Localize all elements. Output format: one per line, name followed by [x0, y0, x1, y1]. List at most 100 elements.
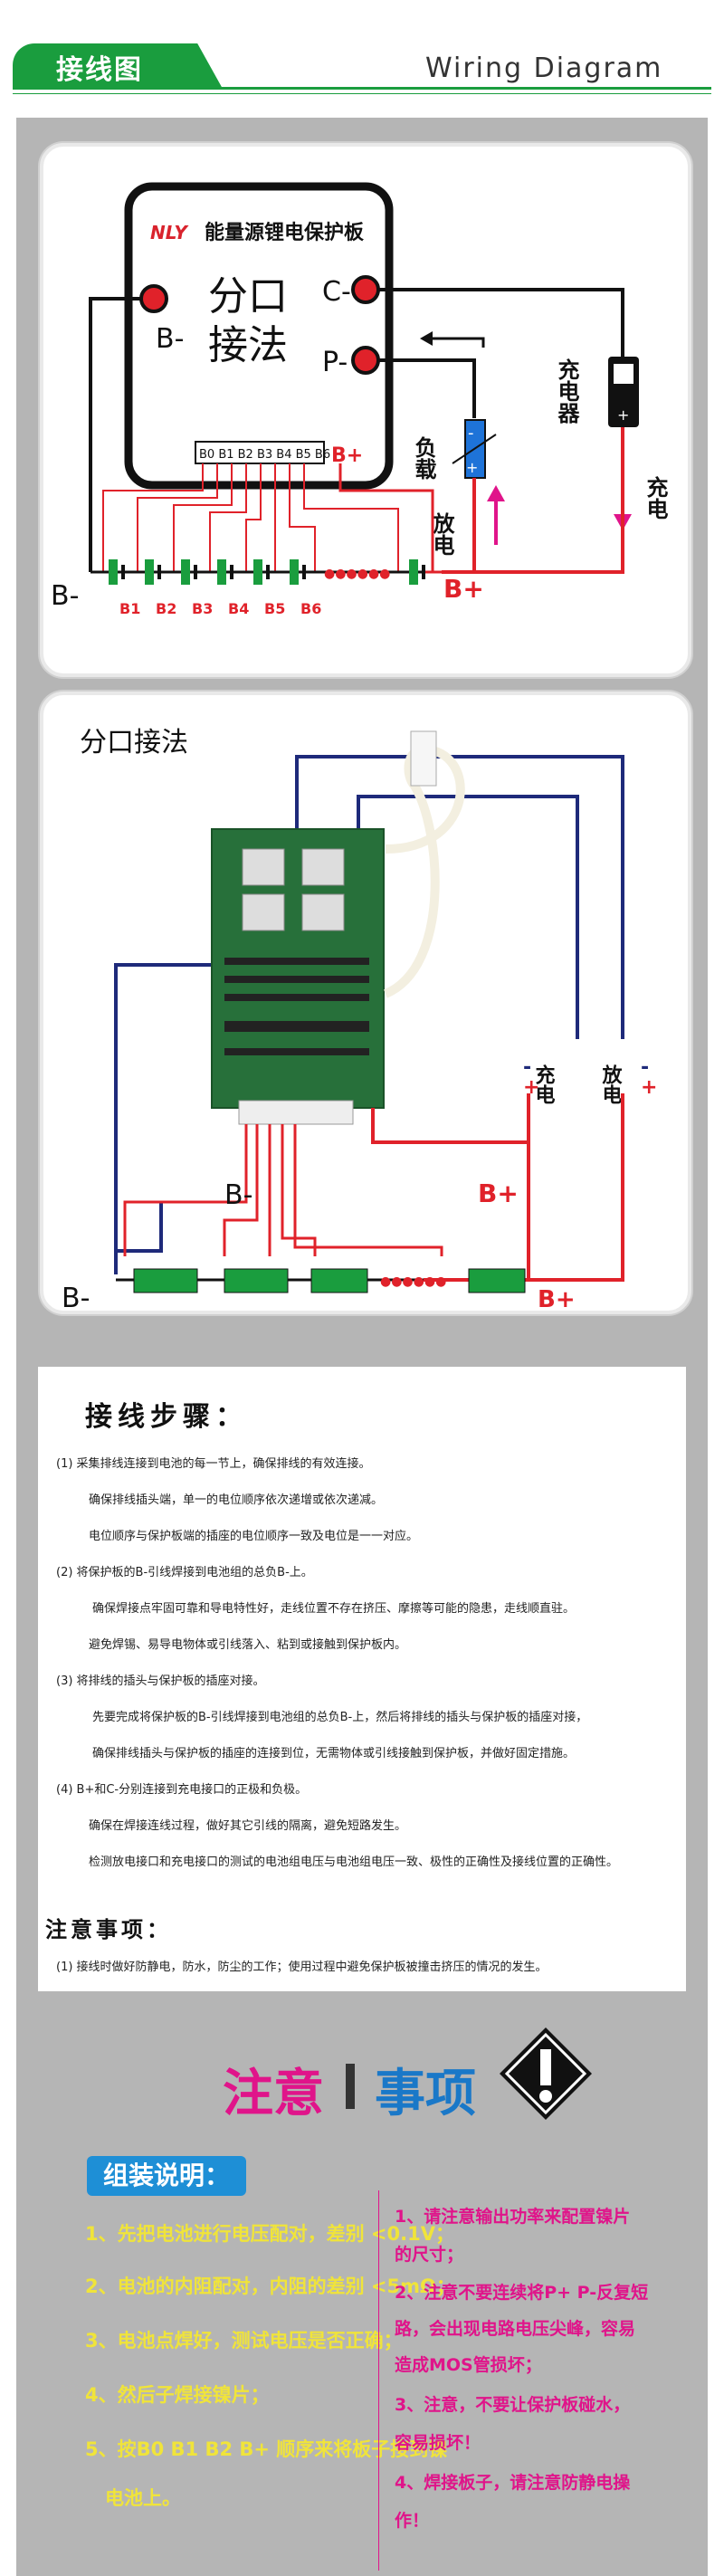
assembly-item: 5、按B0 B1 B2 B+ 顺序来将板子接到镍: [85, 2438, 448, 2460]
notice-divider-bar: [346, 2064, 355, 2109]
notes-title: 注意事项：: [45, 1917, 172, 1942]
board-logo: NLY: [150, 222, 189, 243]
battery-cells: [133, 1268, 526, 1293]
step-line: (4) B+和C-分别连接到充电接口的正极和负极。: [56, 1783, 308, 1797]
cell-label: B1: [119, 600, 140, 617]
warning-line: 2、注意不要连续将P+ P-反复短: [395, 2283, 649, 2303]
bottom-b-plus: B+: [538, 1286, 576, 1311]
arrow-head-icon: [420, 331, 433, 346]
b-minus-label: B-: [156, 323, 184, 355]
c-minus-wire: [378, 288, 624, 357]
warning-line: 1、请注意输出功率来配置镍片: [395, 2207, 631, 2227]
b-minus-wire: [89, 297, 141, 572]
warning-icon: [500, 2027, 592, 2120]
protection-board: [124, 182, 394, 490]
split-port-diagram: 分口接法 充电 放电 - + - + B-: [62, 727, 657, 1311]
battery-cells: [109, 559, 425, 585]
navy-wires: [114, 755, 624, 1274]
warning-line: 3、注意，不要让保护板碰水，: [395, 2395, 631, 2415]
discharge-minus: -: [641, 1056, 649, 1079]
c-minus-terminal: [351, 275, 380, 304]
discharge-label: 放电: [599, 1064, 624, 1104]
center-label-1: 分口: [208, 273, 288, 320]
split-port-card: 分口接法 充电 放电 - + - + B-: [40, 692, 691, 1314]
warning-line: 4、焊接板子，请注意防静电操: [395, 2473, 631, 2493]
assembly-item: 4、然后子焊接镍片；: [85, 2384, 270, 2406]
header-title: Wiring Diagram: [425, 52, 663, 84]
warning-line: 作！: [395, 2511, 430, 2531]
p-minus-terminal: [351, 346, 380, 375]
c-minus-label: C-: [322, 276, 351, 308]
warning-line: 造成MOS管损坏；: [395, 2355, 542, 2375]
pcb-board: [211, 828, 385, 1109]
pin-labels: B0 B1 B2 B3 B4 B5 B6: [199, 448, 330, 462]
load-minus: -: [468, 424, 474, 443]
assembly-item: 1、先把电池进行电压配对，差别 <0.1V；: [85, 2223, 454, 2245]
step-line: 确保焊接点牢固可靠和导电特性好，走线位置不存在挤压、摩擦等可能的隐患，走线顺直驻…: [92, 1602, 576, 1616]
p-minus-wire: [378, 358, 476, 418]
balance-wires: [102, 463, 399, 572]
up-arrow-icon: [487, 485, 505, 501]
warning-line: 容易损坏！: [395, 2433, 481, 2453]
cable-connector: [410, 730, 437, 787]
assembly-label: 组装说明：: [87, 2156, 246, 2196]
assembly-item: 2、电池的内阻配对，内阻的差别 <5mΩ；: [85, 2275, 455, 2297]
charger-vent: [614, 364, 634, 384]
cell-label: B5: [264, 600, 285, 617]
notice-title-pink: 注意: [223, 2053, 324, 2126]
bottom-b-plus: B+: [443, 574, 484, 604]
b-plus-wire: [338, 463, 434, 572]
charge-label: 充电: [643, 475, 668, 520]
discharge-arrow-line: [433, 337, 485, 348]
step-line: 避免焊锡、易导电物体或引线落入、粘到或接触到保护板内。: [89, 1638, 407, 1652]
charge-label: 充电: [532, 1064, 556, 1104]
load-slash: [452, 434, 497, 464]
load-label: 负载: [411, 436, 436, 480]
b-minus-label: B-: [224, 1179, 252, 1211]
charger-plus-wire: [442, 427, 624, 574]
discharge-plus: +: [641, 1076, 657, 1099]
mosfets: [242, 848, 345, 931]
header-line-thin: [13, 93, 711, 94]
bottom-b-minus: B-: [51, 580, 79, 612]
cell-label: B3: [192, 600, 213, 617]
split-port-title: 分口接法: [80, 727, 188, 758]
wiring-steps-section: 接线步骤： (1) 采集排线连接到电池的每一节上，确保排线的有效连接。 确保排线…: [38, 1367, 686, 1991]
b-minus-terminal: [139, 284, 168, 313]
charger-label: 充电器: [554, 358, 580, 424]
warning-line: 的尺寸；: [395, 2245, 464, 2265]
step-line: 检测放电接口和充电接口的测试的电池组电压与电池组电压一致、极性的正确性及接线位置…: [89, 1856, 619, 1869]
step-line: 先要完成将保护板的B-引线焊接到电池组的总负B-上，然后将排线的插头与保护板的插…: [92, 1711, 588, 1724]
charger-plus: +: [617, 406, 629, 424]
header-line: [13, 87, 711, 90]
notice-title-blue: 事项: [375, 2065, 476, 2123]
center-label-2: 接法: [208, 322, 288, 368]
step-line: (2) 将保护板的B-引线焊接到电池组的总负B-上。: [56, 1566, 313, 1579]
assembly-item: 电池上。: [105, 2487, 181, 2509]
header-tab-label: 接线图: [56, 54, 143, 86]
wiring-diagram-card: NLY 能量源锂电保护板 分口 接法 B- C- P- B0 B1 B2 B3 …: [40, 143, 691, 677]
assembly-item: 3、电池点焊好，测试电压是否正确；: [85, 2330, 403, 2352]
power-cable: [383, 744, 465, 998]
note-line: (1) 接线时做好防静电，防水，防尘的工作；使用过程中避免保护板被撞击挤压的情况…: [56, 1961, 548, 1974]
pin-header: [195, 441, 325, 464]
cell-label: B6: [300, 600, 321, 617]
red-wires: [371, 1093, 624, 1282]
step-line: 确保排线插头端，单一的电位顺序依次递增或依次递减。: [89, 1493, 384, 1507]
charge-minus: -: [523, 1056, 531, 1079]
load-plus: +: [466, 459, 478, 476]
components: [224, 958, 369, 1055]
cell-label: B4: [228, 600, 249, 617]
step-line: 电位顺序与保护板端的插座的电位顺序一致及电位是一一对应。: [89, 1530, 419, 1543]
cell-labels: B1 B2 B3 B4 B5 B6: [119, 600, 321, 617]
step-line: 确保排线插头与保护板的插座的连接到位，无需物体或引线接触到保护板，并做好固定措施…: [92, 1747, 576, 1760]
step-line: 确保在焊接连线过程，做好其它引线的隔离，避免短路发生。: [89, 1819, 407, 1833]
charge-plus: +: [523, 1076, 539, 1099]
header-tab: [13, 43, 223, 89]
notice-pink-text: 注意: [223, 2065, 324, 2123]
cells-ellipsis: ●●●●●●: [380, 1274, 446, 1289]
bottom-b-minus: B-: [62, 1283, 90, 1311]
step-line: (3) 将排线的插头与保护板的插座对接。: [56, 1674, 265, 1688]
b-plus-label: B+: [478, 1178, 519, 1208]
board-title: 能量源锂电保护板: [205, 221, 365, 244]
